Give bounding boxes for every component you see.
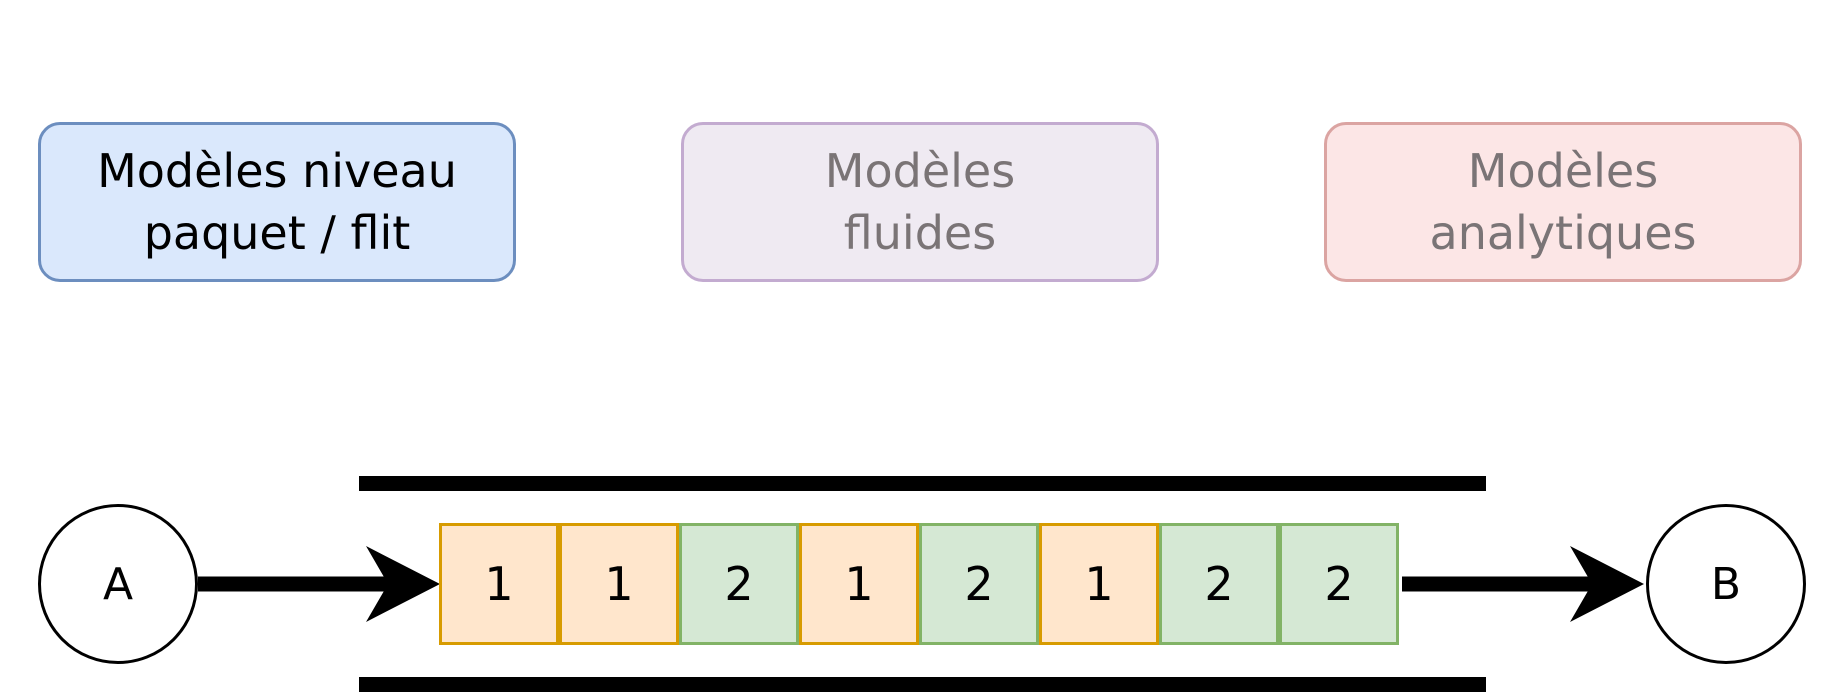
fluid-models-line1: Modèles	[824, 144, 1016, 198]
node-a-label: A	[102, 558, 134, 610]
queue-cell: 1	[1039, 523, 1159, 645]
analytic-models-line2: analytiques	[1429, 206, 1697, 260]
queue-cell: 2	[1159, 523, 1279, 645]
packet-models-line2: paquet / flit	[143, 206, 411, 260]
arrow-a-to-queue	[198, 546, 440, 622]
node-b-label: B	[1710, 558, 1742, 610]
packet-queue: 1 1 2 1 2 1 2 2	[439, 523, 1399, 645]
arrow-queue-to-b	[1402, 546, 1644, 622]
queue-cell: 1	[439, 523, 559, 645]
queue-cell: 2	[1279, 523, 1399, 645]
queue-cell: 2	[679, 523, 799, 645]
packet-models-line1: Modèles niveau	[97, 144, 457, 198]
queue-cell: 1	[559, 523, 679, 645]
node-a: A	[38, 504, 198, 664]
queue-cell: 2	[919, 523, 1039, 645]
link-top-rail	[359, 476, 1486, 491]
node-b: B	[1646, 504, 1806, 664]
packet-flit-models-box: Modèles niveau paquet / flit	[38, 122, 516, 282]
fluid-models-box: Modèles fluides	[681, 122, 1159, 282]
fluid-models-line2: fluides	[843, 206, 997, 260]
analytic-models-box: Modèles analytiques	[1324, 122, 1802, 282]
link-bottom-rail	[359, 677, 1486, 692]
queue-cell: 1	[799, 523, 919, 645]
analytic-models-line1: Modèles	[1467, 144, 1659, 198]
